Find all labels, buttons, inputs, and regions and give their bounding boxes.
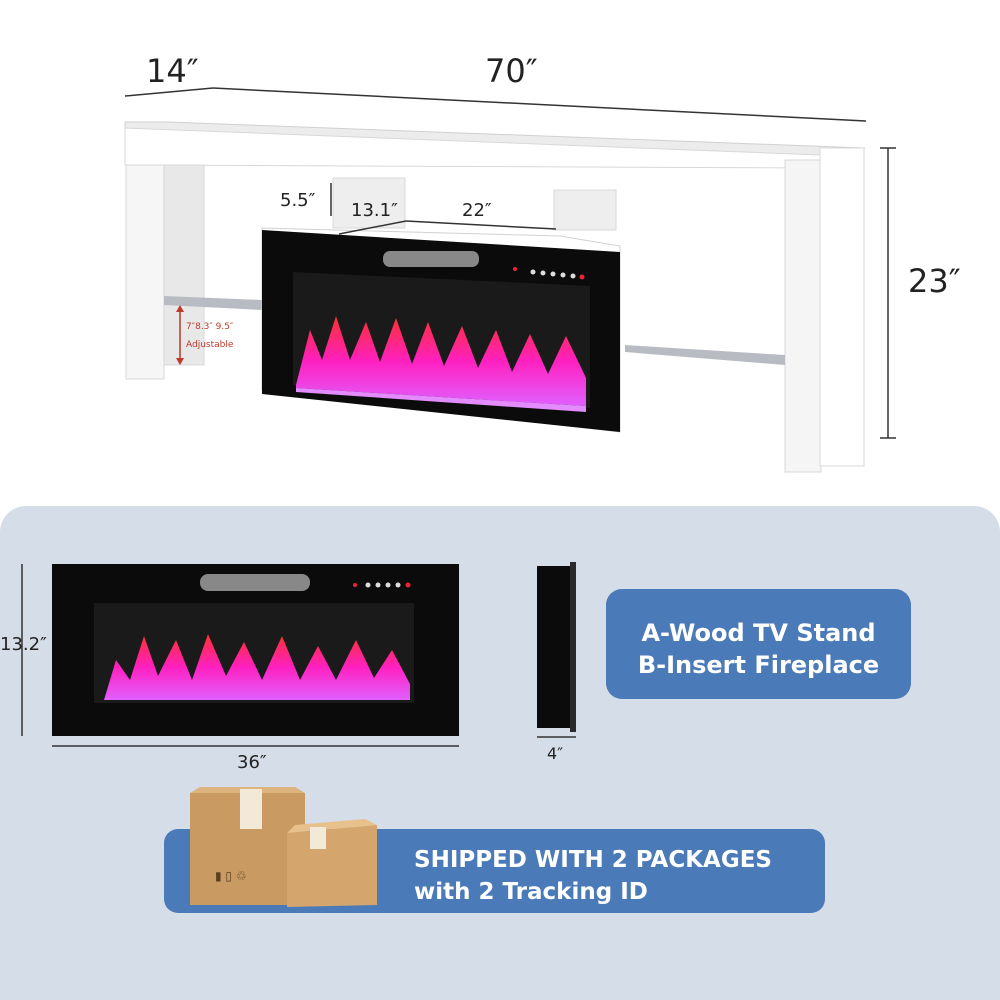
components-badge: A-Wood TV Stand B-Insert Fireplace — [606, 589, 911, 699]
opening-depth-label: 13.1″ — [351, 200, 398, 221]
shipping-line2: with 2 Tracking ID — [414, 879, 648, 905]
shipping-line1: SHIPPED WITH 2 PACKAGES — [414, 847, 772, 873]
cardboard-box-icon: ▮ ▯ ♲ — [190, 787, 377, 907]
opening-width-label: 22″ — [462, 200, 492, 221]
shelf-gap-label: 5.5″ — [280, 190, 316, 211]
fireplace-insert-illustration — [21, 562, 576, 747]
components-line2: B-Insert Fireplace — [637, 651, 880, 679]
tv-stand-illustration — [124, 87, 896, 473]
fireplace-depth-label: 4″ — [547, 744, 564, 763]
fireplace-width-label: 36″ — [237, 752, 267, 773]
svg-text:▮ ▯ ♲: ▮ ▯ ♲ — [215, 869, 247, 883]
height-label: 23″ — [908, 262, 961, 300]
depth-label: 14″ — [146, 52, 199, 90]
adjust-label: Adjustable — [186, 340, 234, 350]
width-label: 70″ — [485, 52, 538, 90]
components-line1: A-Wood TV Stand — [641, 619, 876, 647]
adjust-values-label: 7″8.3″ 9.5″ — [186, 322, 234, 332]
fireplace-height-label: 13.2″ — [0, 634, 47, 655]
